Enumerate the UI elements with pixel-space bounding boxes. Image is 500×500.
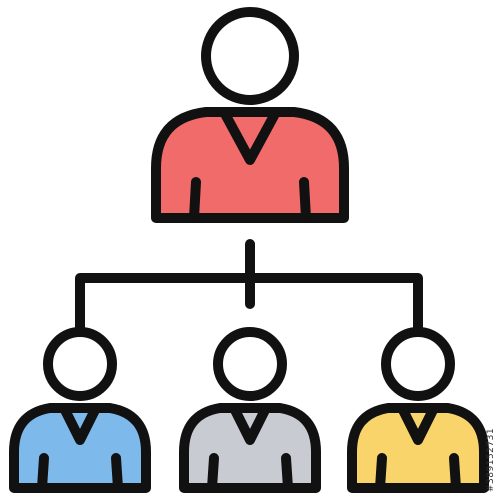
top-person-icon — [151, 7, 349, 223]
top-person-arm-left — [189, 177, 201, 223]
right-person-icon — [347, 327, 489, 493]
right-person-shirt — [347, 403, 489, 493]
middle-person-collar — [229, 403, 271, 445]
right-person-arm-right — [449, 453, 461, 493]
left-person-arm-right — [111, 453, 123, 493]
right-person-collar — [397, 403, 439, 445]
top-person-collar — [219, 107, 281, 165]
middle-person-arm-left — [207, 453, 219, 493]
top-person-head — [201, 7, 299, 105]
right-person-head — [381, 327, 455, 401]
left-person-collar — [59, 403, 101, 445]
middle-person-icon — [179, 327, 321, 493]
watermark-id: #389152731 — [486, 382, 498, 492]
right-person-arm-left — [375, 453, 387, 493]
watermark-id-text: #389152731 — [486, 427, 496, 492]
top-person-arm-right — [299, 177, 311, 223]
horizontal-branch — [75, 273, 423, 335]
middle-person-shirt — [179, 403, 321, 493]
middle-person-head — [213, 327, 287, 401]
middle-person-arm-right — [281, 453, 293, 493]
left-person-arm-left — [37, 453, 49, 493]
connector-lines — [75, 239, 423, 335]
left-person-icon — [9, 327, 151, 493]
left-person-shirt — [9, 403, 151, 493]
left-person-head — [43, 327, 117, 401]
